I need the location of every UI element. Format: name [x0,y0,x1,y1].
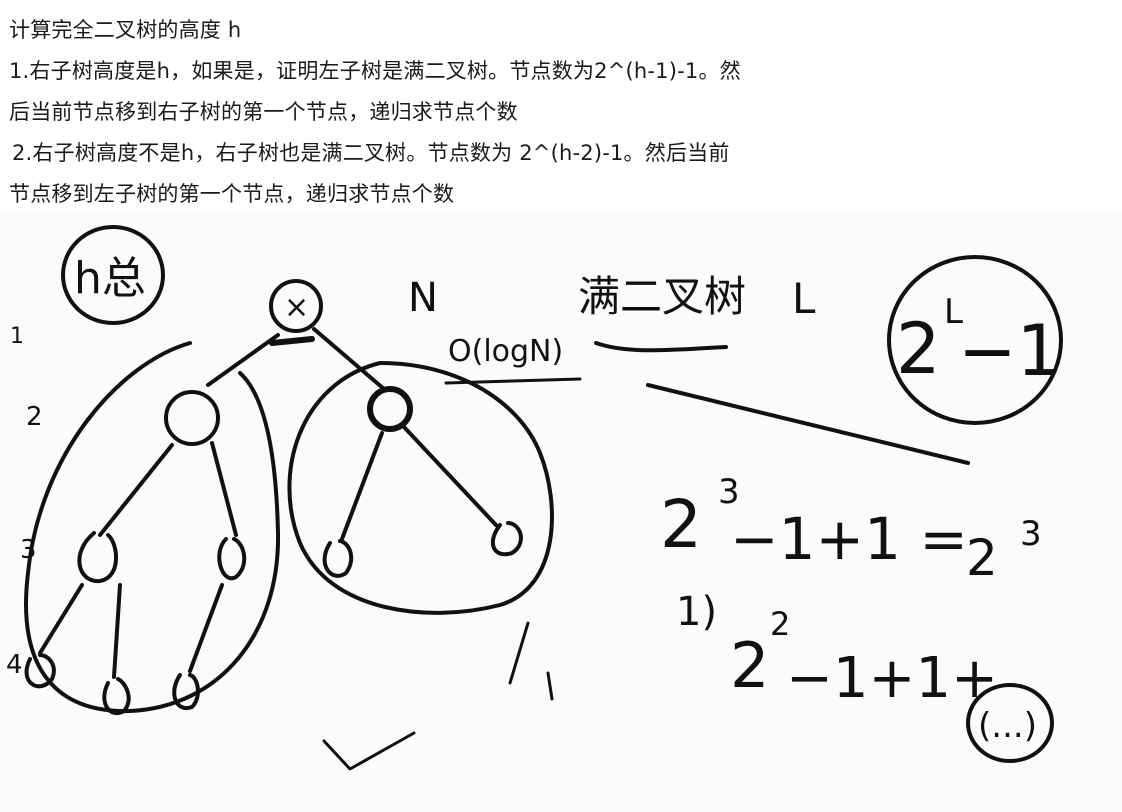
right-subtree [287,327,554,615]
text-line: 计算完全二叉树的高度 h [9,18,242,42]
total-height-text: h总 [74,253,146,304]
eq2-paren: (...) [978,706,1037,746]
full-tree-formula: 2 L −1 [887,255,1063,425]
left-subtree [24,333,281,715]
root-node: × [269,279,323,346]
eq2-mid: −1+1+ [786,646,998,711]
whiteboard-sketch: h总 1 2 3 4 × [0,213,1122,812]
text-line: 后当前节点移到右子树的第一个节点，递归求节点个数 [9,100,518,124]
eq1-right-exp: 3 [1020,514,1042,554]
eq2-exp: 2 [770,605,790,643]
text-line: 2.右子树高度不是h，右子树也是满二叉树。节点数为 2^(h-2)-1。然后当前 [12,141,730,165]
height-var-label: L [792,274,816,323]
eq1-right: 2 [966,529,998,587]
formula-tail: −1 [958,310,1061,392]
total-height-label: h总 [61,225,165,325]
text-line: 节点移到左子树的第一个节点，递归求节点个数 [9,182,455,206]
n-label: N [408,275,438,321]
case-marker: 1) [676,589,717,635]
label-circle [61,225,165,325]
equation-one: 2 3 −1+1 = 2 3 [660,472,1042,587]
complexity-label: O(logN) [448,334,563,369]
level-number: 4 [6,650,23,680]
sketch-canvas: h总 1 2 3 4 × [6,225,1063,771]
equation-two: 2 2 −1+1+ (...) [730,605,1054,763]
eq1-mid: −1+1 = [730,505,968,573]
text-line: 1.右子树高度是h，如果是，证明左子树是满二叉树。节点数为2^(h-1)-1。然 [9,59,741,83]
full-tree-label: 满二叉树 [578,272,746,321]
root-mark: × [284,290,309,325]
formula-base: 2 [896,308,941,390]
level-number: 1 [10,324,24,349]
eq1-exp: 3 [718,472,740,512]
formula-exp: L [944,292,963,332]
eq2-base: 2 [730,629,769,702]
eq1-left: 2 [660,486,702,563]
level-number: 2 [26,402,43,432]
